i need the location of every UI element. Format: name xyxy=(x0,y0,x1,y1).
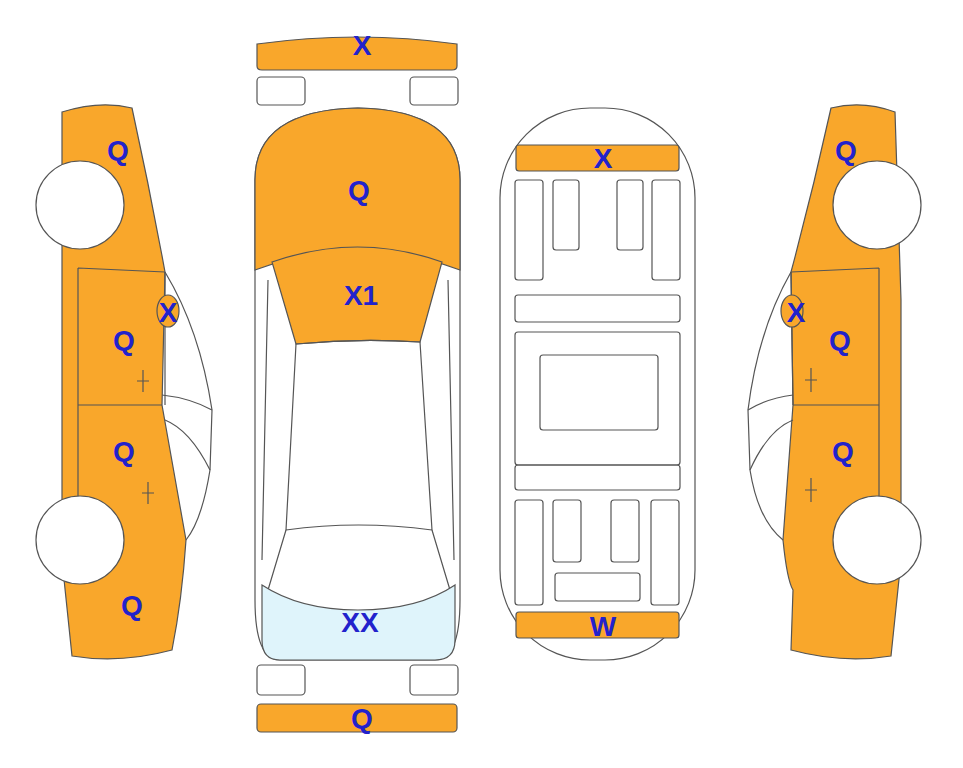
taillight xyxy=(257,665,305,695)
door-handle xyxy=(805,368,817,502)
damage-code: Q xyxy=(835,137,857,165)
taillight xyxy=(410,665,458,695)
headlight xyxy=(257,77,305,105)
body-outline xyxy=(255,108,460,660)
wheel xyxy=(833,161,921,249)
damage-code: Q xyxy=(348,177,370,205)
wheel xyxy=(36,496,124,584)
damage-code: XX xyxy=(341,609,378,637)
damage-code: Q xyxy=(107,137,129,165)
right-side-car xyxy=(748,105,921,659)
damage-code: Q xyxy=(832,438,854,466)
wheel xyxy=(833,496,921,584)
hood xyxy=(255,108,460,270)
window-line xyxy=(748,395,793,470)
underside-car xyxy=(500,108,695,660)
underside-outline xyxy=(500,108,695,660)
damage-code: Q xyxy=(113,438,135,466)
rear-window xyxy=(262,585,455,660)
side-line xyxy=(262,280,454,590)
damage-code: X xyxy=(594,145,613,173)
roof xyxy=(286,340,432,530)
damage-code: Q xyxy=(351,705,373,733)
damage-code: Q xyxy=(121,592,143,620)
damage-code: Q xyxy=(113,327,135,355)
windshield xyxy=(272,247,442,344)
window-line xyxy=(162,395,212,470)
damage-code: Q xyxy=(829,327,851,355)
top-view-car xyxy=(255,37,460,732)
left-side-car xyxy=(36,105,212,659)
damage-code: W xyxy=(590,613,616,641)
headlight xyxy=(410,77,458,105)
damage-code: X xyxy=(159,299,178,327)
wheel xyxy=(36,161,124,249)
damage-code: X1 xyxy=(344,282,378,310)
mirror xyxy=(157,295,179,327)
damage-code: X xyxy=(353,32,372,60)
rear-bumper xyxy=(257,704,457,732)
door-handle xyxy=(137,370,154,504)
damage-code: X xyxy=(787,299,806,327)
